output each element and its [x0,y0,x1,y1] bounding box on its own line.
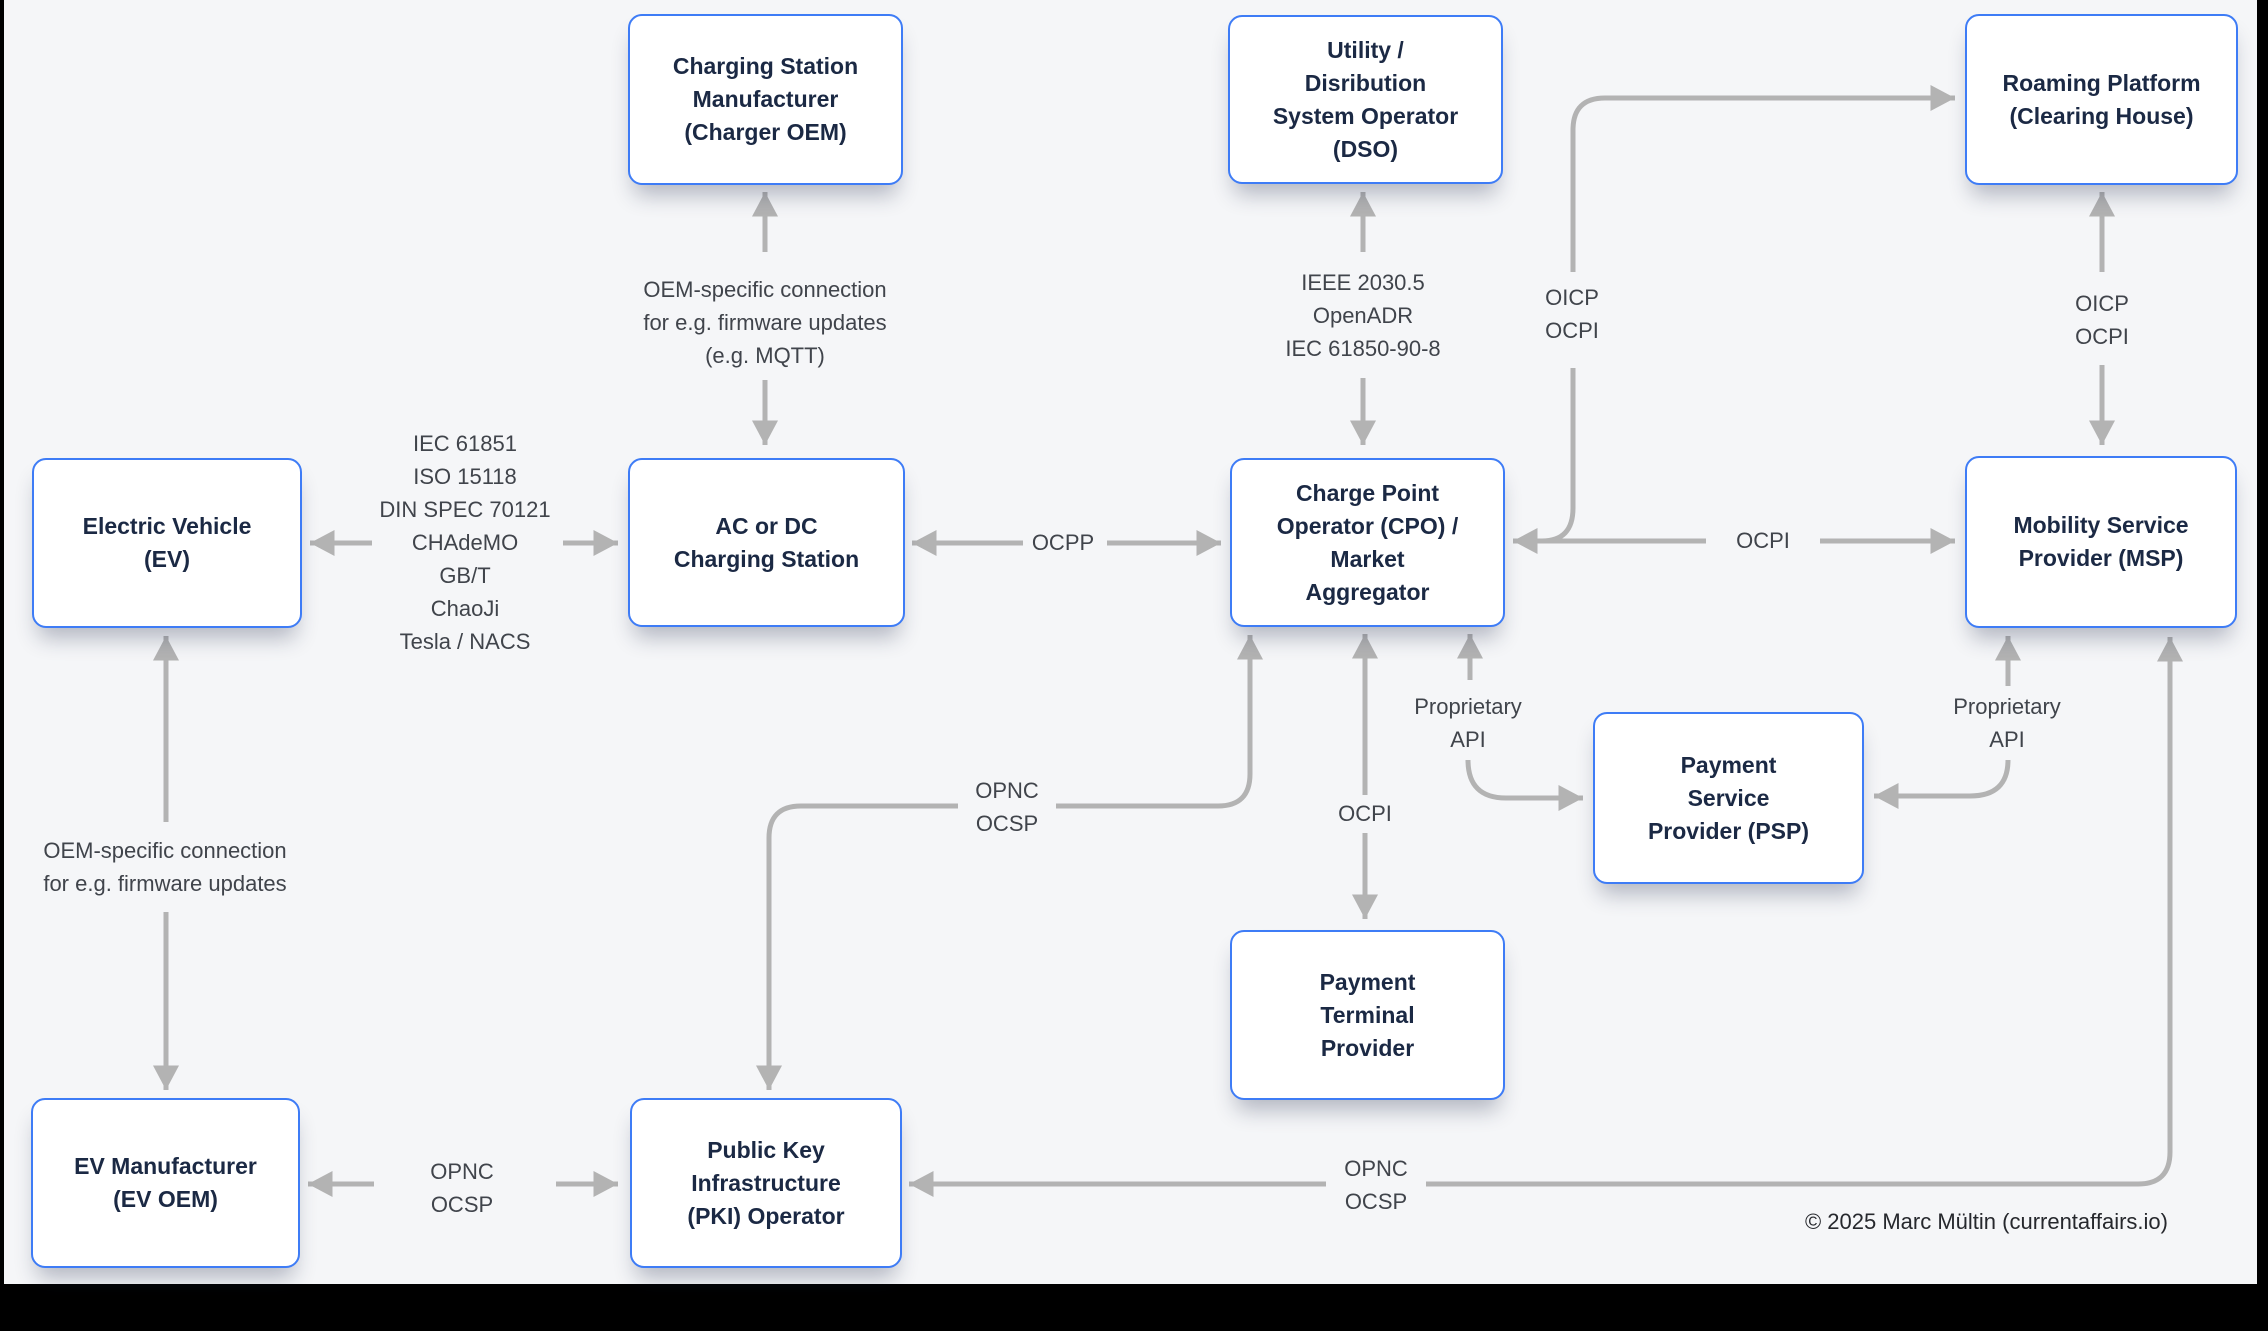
connector-label-ev-ev-oem: OEM-specific connection for e.g. firmwar… [43,838,287,896]
connector-label-roaming-msp: OICP OCPI [2075,291,2129,349]
node-label-line: Provider [1320,1034,1415,1061]
connector-pki-cpo-left-elbow [756,803,958,1090]
node-label-line: Electric Vehicle [82,513,252,539]
node-charging-station-manufacturer: Charging Station Manufacturer (Charger O… [628,14,903,185]
node-cpo: Charge Point Operator (CPO) / Market Agg… [1230,458,1505,627]
node-label-line: EV Manufacturer [74,1153,257,1179]
connector-label-charging-station-cpo: OCPP [1031,530,1095,555]
connector-label-ev-oem-pki: OPNC OCSP [430,1159,494,1217]
node-label-line: Charge Point [1295,479,1440,506]
connector-label-dso-cpo: IEEE 2030.5 OpenADR IEC 61850-90-8 [1285,270,1441,361]
node-label-line: Market [1330,545,1405,572]
node-label-line: AC or DC [715,512,818,539]
node-label-line: Provider (MSP) [2018,545,2184,571]
node-label-line: Service [1687,784,1770,811]
node-msp: Mobility Service Provider (MSP) [1965,456,2237,628]
connector-label-msp-psp: Proprietary API [1953,694,2061,752]
node-label-line: (PKI) Operator [687,1202,845,1229]
node-label-line: (EV OEM) [113,1186,218,1212]
node-psp: Payment Service Provider (PSP) [1593,712,1864,884]
node-dso: Utility / Disribution System Operator (D… [1228,15,1503,184]
node-label-line: (Clearing House) [2009,102,2194,129]
node-label-line: Charging Station [672,53,859,79]
connector-label-charger-oem-charging-station: OEM-specific connection for e.g. firmwar… [643,277,887,368]
node-ev-manufacturer: EV Manufacturer (EV OEM) [31,1098,300,1268]
diagram-background [4,0,2257,1284]
connector-label-ev-charging-station: IEC 61851 ISO 15118 DIN SPEC 70121 CHAde… [379,431,551,654]
node-roaming-platform: Roaming Platform (Clearing House) [1965,14,2238,185]
node-pki-operator: Public Key Infrastructure (PKI) Operator [630,1098,902,1268]
connector-label-pki-cpo: OPNC OCSP [975,778,1039,836]
node-label-line: System Operator [1272,102,1459,129]
node-label-line: (DSO) [1332,135,1399,162]
copyright-text: © 2025 Marc Mültin (currentaffairs.io) [1804,1209,2168,1234]
node-label-line: Operator (CPO) / [1276,512,1459,539]
connector-msp-psp-elbow [1874,759,2011,809]
node-label-line: Charging Station [673,545,860,572]
connector-label-cpo-roaming: OICP OCPI [1545,285,1599,343]
connector-label-cpo-psp: Proprietary API [1414,694,1522,752]
connector-cpo-roaming-upper [1570,85,1955,272]
connector-label-cpo-ptp: OCPI [1338,801,1392,826]
node-electric-vehicle: Electric Vehicle (EV) [32,458,302,628]
connector-pki-msp-right-elbow [1426,637,2183,1187]
node-charging-station: AC or DC Charging Station [628,458,905,627]
node-label-line: Infrastructure [691,1169,841,1196]
node-label-line: Manufacturer [692,86,839,112]
node-label-line: Terminal [1320,1001,1415,1028]
connector-pki-cpo-right-elbow [1056,635,1263,809]
node-label-line: Payment [1319,968,1416,995]
node-label-line: (EV) [144,546,190,572]
connector-label-cpo-msp: OCPI [1736,528,1790,553]
node-label-line: Roaming Platform [2002,69,2201,96]
node-label-line: Public Key [707,1136,825,1163]
connector-label-pki-msp: OPNC OCSP [1344,1156,1408,1214]
node-payment-terminal-provider: Payment Terminal Provider [1230,930,1505,1100]
node-label-line: Disribution [1304,69,1427,96]
node-label-line: Utility / [1327,36,1404,63]
node-label-line: Mobility Service [2013,512,2189,538]
connector-cpo-roaming-branch [1541,368,1576,544]
node-label-line: Aggregator [1305,578,1430,605]
node-label-line: (Charger OEM) [684,119,847,145]
connector-cpo-psp-elbow [1465,759,1583,811]
node-label-line: Payment [1680,751,1777,778]
node-label-line: Provider (PSP) [1647,817,1810,844]
